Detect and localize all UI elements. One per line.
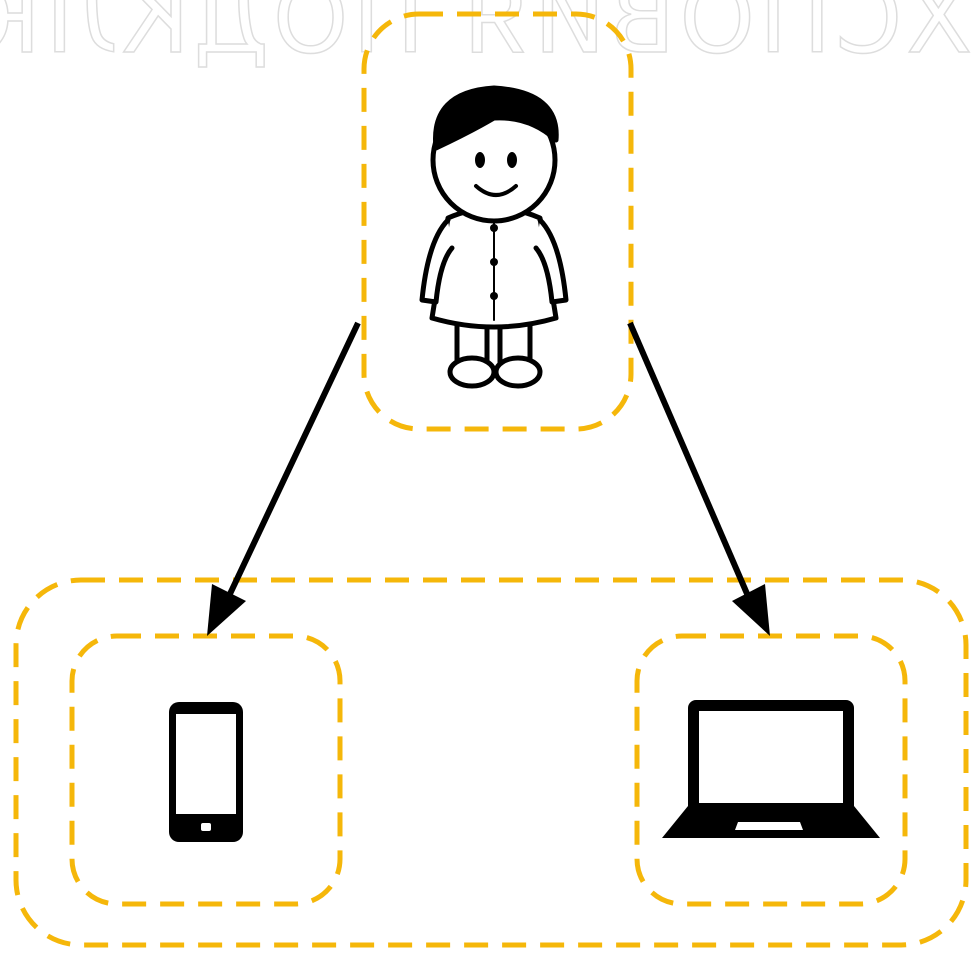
devices-group-frame [13,577,969,948]
laptop-frame [634,633,908,907]
arrowhead-icon [732,584,770,636]
edge-user-to-phone [207,321,361,636]
phone-frame [69,633,343,907]
arrowhead-icon [207,584,246,636]
user-frame [361,11,634,432]
edge-user-to-laptop [627,321,770,636]
watermark: ХСПОВИЯ ПОДКЛЮ [0,0,972,76]
child-person-icon [419,85,569,389]
smartphone-icon [169,702,243,842]
watermark-text: ХСПОВИЯ ПОДКЛЮ [0,0,972,75]
laptop-icon [662,700,880,838]
